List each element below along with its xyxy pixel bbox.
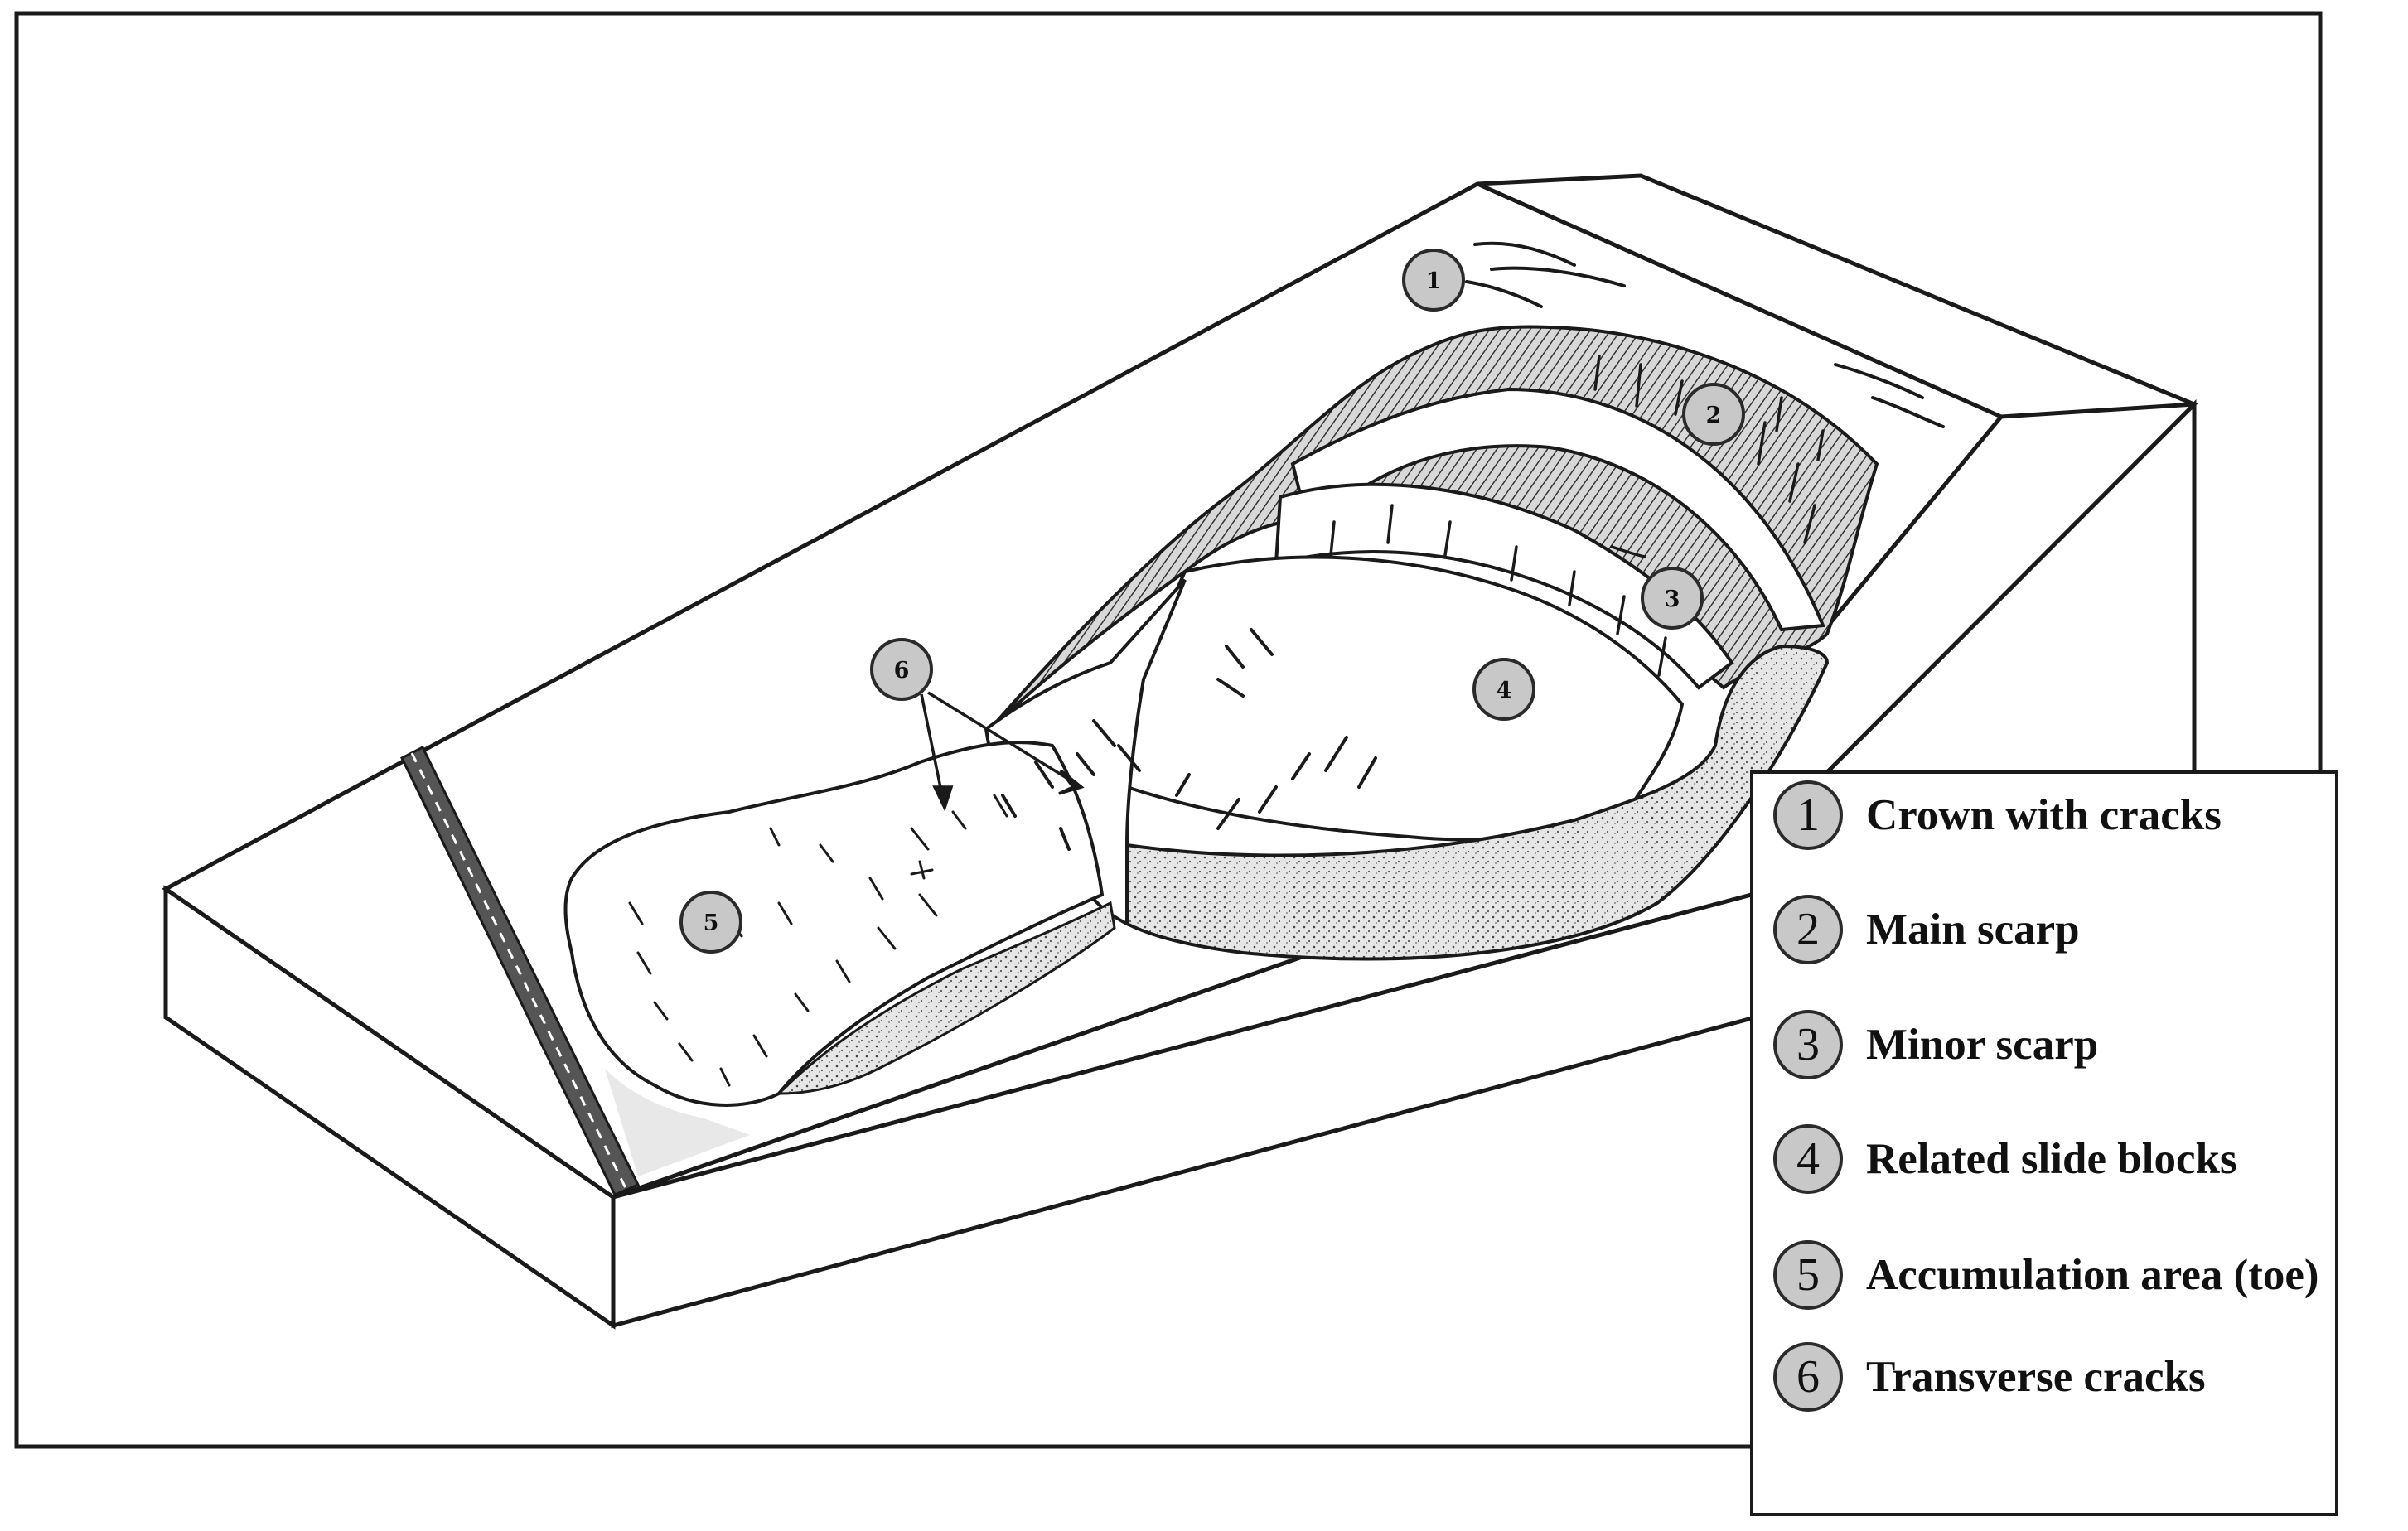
legend-badge: 3 bbox=[1773, 1010, 1843, 1079]
legend-label: Accumulation area (toe) bbox=[1866, 1250, 2319, 1300]
svg-text:3: 3 bbox=[1665, 587, 1680, 612]
svg-text:5: 5 bbox=[704, 910, 719, 936]
legend-badge: 6 bbox=[1773, 1342, 1843, 1412]
transverse-cracks-marker: 6 bbox=[872, 640, 931, 699]
legend: 1 Crown with cracks 2 Main scarp 3 Minor… bbox=[1750, 770, 2338, 1516]
legend-label: Main scarp bbox=[1866, 905, 2080, 954]
legend-badge: 5 bbox=[1773, 1240, 1843, 1310]
legend-label: Related slide blocks bbox=[1866, 1134, 2237, 1184]
minor-scarp-marker: 3 bbox=[1642, 568, 1702, 628]
toe-marker: 5 bbox=[681, 892, 741, 952]
legend-item-main-scarp: 2 Main scarp bbox=[1773, 888, 2080, 971]
legend-item-minor-scarp: 3 Minor scarp bbox=[1773, 1003, 2098, 1086]
legend-badge: 4 bbox=[1773, 1124, 1843, 1194]
legend-item-slide-blocks: 4 Related slide blocks bbox=[1773, 1118, 2237, 1200]
legend-item-crown: 1 Crown with cracks bbox=[1773, 774, 2222, 857]
legend-badge: 1 bbox=[1773, 780, 1843, 850]
crown-marker: 1 bbox=[1404, 250, 1463, 310]
legend-item-toe: 5 Accumulation area (toe) bbox=[1773, 1234, 2319, 1316]
svg-text:2: 2 bbox=[1706, 403, 1722, 428]
svg-text:4: 4 bbox=[1497, 678, 1512, 703]
svg-text:6: 6 bbox=[894, 658, 910, 683]
slide-blocks-marker: 4 bbox=[1474, 659, 1534, 719]
legend-label: Minor scarp bbox=[1866, 1020, 2098, 1070]
legend-item-transverse-cracks: 6 Transverse cracks bbox=[1773, 1335, 2206, 1418]
legend-label: Crown with cracks bbox=[1866, 790, 2222, 840]
main-scarp-marker: 2 bbox=[1684, 384, 1743, 444]
legend-label: Transverse cracks bbox=[1866, 1352, 2206, 1402]
legend-badge: 2 bbox=[1773, 895, 1843, 964]
svg-text:1: 1 bbox=[1426, 268, 1442, 294]
